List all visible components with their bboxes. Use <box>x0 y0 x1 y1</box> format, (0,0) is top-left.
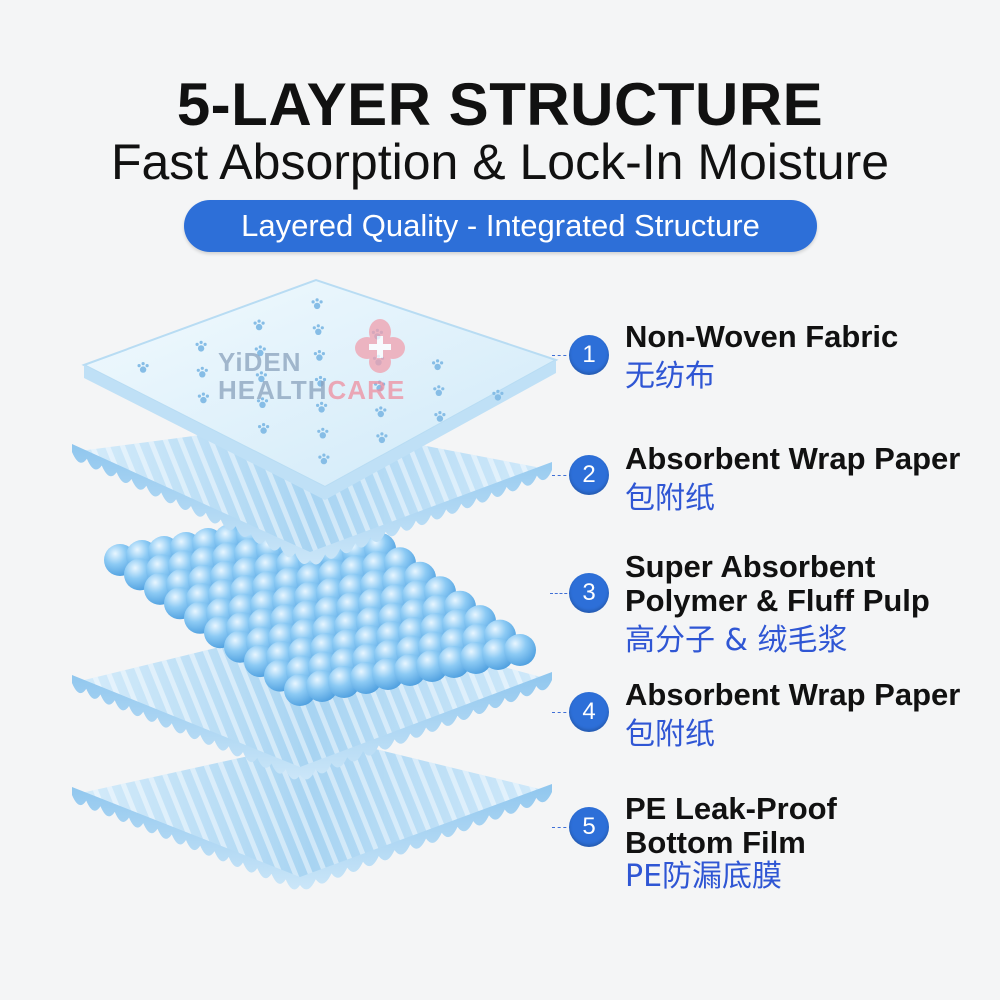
paw-dot-icon <box>313 350 325 361</box>
paw-dot-icon <box>432 359 444 371</box>
layer-number-badge-3: 3 <box>569 573 609 613</box>
layer-2-name-en: Absorbent Wrap Paper <box>625 441 961 476</box>
layer-3-name-en-line-2: Polymer & Fluff Pulp <box>625 583 930 618</box>
paw-dot-icon <box>434 411 446 422</box>
polymer-bead <box>504 634 536 666</box>
leader-line-5 <box>552 827 572 828</box>
paw-dot-icon <box>374 380 386 392</box>
layer-5-illustration <box>72 738 552 890</box>
layer-5-name-zh: PE防漏底膜 <box>625 859 783 894</box>
paw-dot-icon <box>375 406 387 418</box>
paw-dot-icon <box>197 392 209 404</box>
leader-line-3 <box>550 593 572 594</box>
paw-dot-icon <box>137 362 149 373</box>
watermark-flower-icon <box>355 319 405 373</box>
paw-dot-icon <box>492 389 504 401</box>
layer-3-name-en-line-1: Super Absorbent <box>625 549 876 584</box>
layer-1-name-zh: 无纺布 <box>625 359 715 394</box>
page-subtitle: Fast Absorption & Lock-In Moisture <box>110 134 890 190</box>
layer-2-name-zh: 包附纸 <box>625 481 715 516</box>
paw-dot-icon <box>433 385 445 396</box>
watermark-line-2a: HEALTH <box>218 375 328 405</box>
layer-3-name-zh: 高分子 & 绒毛浆 <box>625 623 848 658</box>
leader-line-4 <box>552 712 572 713</box>
leader-line-2 <box>552 475 572 476</box>
paw-dot-icon <box>196 366 208 378</box>
paw-dot-icon <box>312 324 324 335</box>
watermark-line-1: YiDEN <box>218 347 302 377</box>
layer-4-name-zh: 包附纸 <box>625 717 715 752</box>
layer-1-name-en: Non-Woven Fabric <box>625 319 899 354</box>
paw-dot-icon <box>311 298 323 310</box>
tagline-badge: Layered Quality - Integrated Structure <box>184 200 817 252</box>
paw-dot-icon <box>254 345 266 357</box>
paw-dot-icon <box>376 432 388 444</box>
paw-dot-icon <box>318 453 330 465</box>
layer-1-illustration <box>81 278 559 500</box>
paw-dot-icon <box>195 340 207 352</box>
paw-dot-icon <box>316 401 328 413</box>
brand-watermark: YiDEN HEALTHCARE <box>218 348 405 404</box>
layer-number-badge-4: 4 <box>569 692 609 732</box>
layer-number-badge-5: 5 <box>569 807 609 847</box>
layer-number-badge-2: 2 <box>569 455 609 495</box>
layer-3-illustration <box>104 504 536 706</box>
paw-dot-icon <box>317 427 329 439</box>
layer-5-name-en-line-2: Bottom Film <box>625 825 806 860</box>
page-title: 5-LAYER STRUCTURE <box>176 71 824 138</box>
paw-dot-icon <box>314 375 327 387</box>
paw-dot-icon <box>255 371 267 383</box>
paw-dot-icon <box>256 397 269 408</box>
layer-number-badge-1: 1 <box>569 335 609 375</box>
watermark-line-2b: CARE <box>327 375 406 405</box>
leader-line-1 <box>552 355 572 356</box>
layer-5-name-en-line-1: PE Leak-Proof <box>625 791 837 826</box>
layer-4-name-en: Absorbent Wrap Paper <box>625 677 961 712</box>
paw-dot-icon <box>258 423 270 434</box>
paw-dot-icon <box>253 319 265 331</box>
